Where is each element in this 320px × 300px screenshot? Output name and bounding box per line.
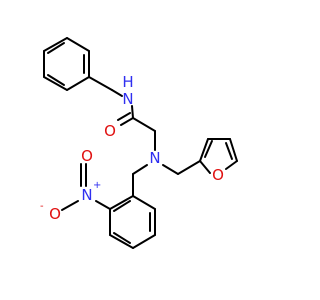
bond: [132, 117, 156, 132]
bond: [199, 160, 211, 174]
phenyl-ring: [43, 37, 90, 91]
bond: [132, 234, 156, 249]
bond: [117, 112, 131, 121]
bond: [204, 140, 213, 158]
bond: [225, 142, 233, 160]
bond: [225, 160, 238, 170]
nitro-oxygen-left-label: O: [49, 205, 61, 223]
bond: [199, 138, 209, 162]
bond: [113, 232, 131, 244]
nitro-oxygen-up-label: O: [81, 147, 93, 165]
bond: [61, 200, 79, 211]
bond: [111, 89, 123, 97]
bond: [177, 160, 201, 175]
furan-oxygen-label: O: [212, 166, 224, 184]
bond: [109, 195, 134, 210]
bond: [162, 164, 179, 175]
bond: [66, 37, 90, 52]
bond: [43, 37, 68, 52]
bond: [47, 42, 65, 54]
bond: [66, 76, 90, 91]
bond: [88, 76, 113, 91]
nitrophenyl-ring: [109, 195, 156, 249]
carbonyl-oxygen-label: O: [104, 122, 116, 140]
bond: [95, 200, 111, 210]
bond: [132, 195, 156, 210]
bond: [113, 200, 131, 212]
bond: [43, 76, 68, 91]
nitro-nitrogen-label: N: [81, 186, 92, 204]
bond: [47, 74, 65, 86]
bond: [109, 234, 134, 249]
nitro-nitrogen-charge: +: [93, 180, 101, 191]
amine-nitrogen-label: N: [149, 149, 160, 167]
molecule-structure: N H O N O N + O O -: [40, 37, 238, 249]
nitro-oxygen-left-charge: -: [40, 201, 44, 212]
bond: [132, 164, 148, 175]
amide-hydrogen-label: H: [122, 73, 133, 91]
amide-nitrogen-label: N: [122, 90, 133, 108]
bond: [120, 117, 134, 126]
furan-ring: [199, 138, 238, 174]
bond: [229, 138, 238, 162]
bond: [131, 105, 134, 119]
